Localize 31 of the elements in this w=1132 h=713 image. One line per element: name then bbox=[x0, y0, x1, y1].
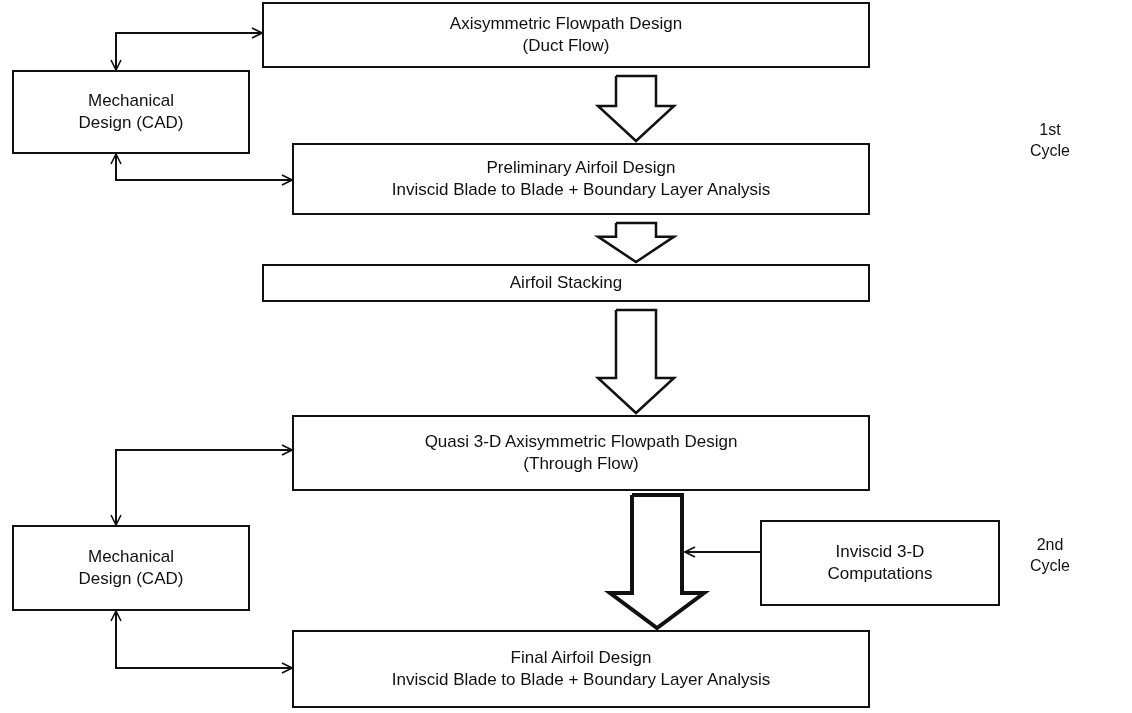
box-text: Inviscid 3-D Computations bbox=[826, 540, 934, 585]
box-text: Final Airfoil Design bbox=[510, 646, 652, 669]
block-arrow bbox=[594, 74, 678, 143]
arrow bbox=[110, 610, 293, 674]
arrow bbox=[110, 27, 263, 71]
box-text: Mechanical Design (CAD) bbox=[77, 545, 185, 590]
process-box bbox=[292, 143, 870, 215]
process-box bbox=[12, 525, 250, 611]
process-box bbox=[292, 415, 870, 491]
box-text: Inviscid Blade to Blade + Boundary Layer Analysis bbox=[391, 669, 771, 691]
box-text: (Through Flow) bbox=[523, 453, 639, 475]
cycle-label: 2nd Cycle bbox=[1029, 535, 1071, 576]
box-text: (Duct Flow) bbox=[522, 35, 610, 57]
process-box bbox=[262, 264, 870, 302]
box-text: Quasi 3-D Axisymmetric Flowpath Design bbox=[424, 430, 738, 453]
block-arrow bbox=[594, 308, 678, 415]
process-box bbox=[262, 2, 870, 68]
cycle-label: 1st Cycle bbox=[1029, 120, 1071, 161]
arrow bbox=[110, 153, 293, 186]
box-text: Mechanical Design (CAD) bbox=[77, 89, 185, 134]
arrow bbox=[684, 546, 761, 558]
box-text: Airfoil Stacking bbox=[509, 271, 623, 294]
process-box bbox=[292, 630, 870, 708]
process-box bbox=[12, 70, 250, 154]
block-arrow bbox=[603, 493, 711, 631]
box-text: Inviscid Blade to Blade + Boundary Layer Analysis bbox=[391, 179, 771, 201]
arrow bbox=[110, 444, 293, 526]
block-arrow bbox=[593, 221, 679, 264]
process-box bbox=[760, 520, 1000, 606]
box-text: Preliminary Airfoil Design bbox=[486, 156, 676, 179]
box-text: Axisymmetric Flowpath Design bbox=[449, 12, 683, 35]
